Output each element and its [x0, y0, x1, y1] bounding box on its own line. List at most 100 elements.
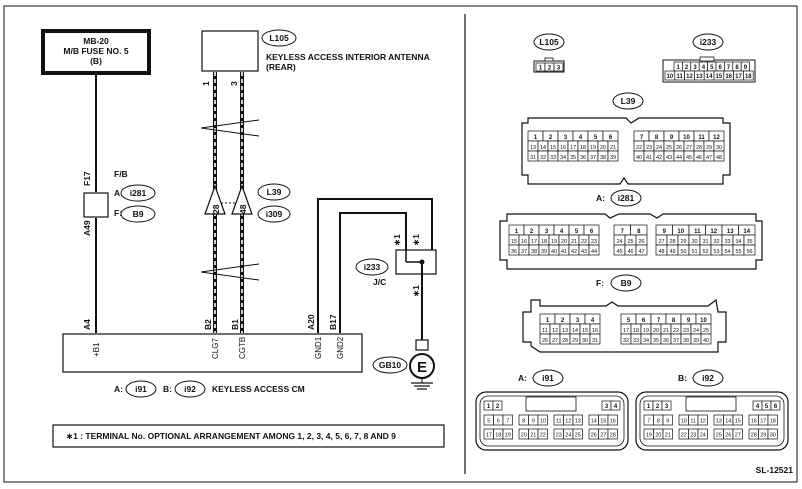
i91-pin-5: 5: [487, 419, 490, 425]
i233-pin-14: 14: [706, 74, 713, 80]
i91-bubble: [532, 369, 564, 387]
i92-pin-18: 18: [770, 419, 776, 425]
b9-pin-28: 28: [562, 338, 568, 344]
l39-pin-7: 7: [640, 135, 644, 141]
l39-pin-16: 16: [560, 145, 566, 151]
i281-pin-55: 55: [735, 249, 741, 255]
i281-pin-11: 11: [694, 229, 701, 235]
i233-bubble: [692, 33, 724, 51]
i281-pin-48: 48: [658, 249, 664, 255]
i91-pin-16: 16: [610, 419, 616, 425]
fb-prefix-f: F:: [114, 208, 122, 218]
i281-pin-54: 54: [724, 249, 730, 255]
i92-pin-5: 5: [765, 404, 769, 410]
antenna: L105 KEYLESS ACCESS INTERIOR ANTENNA (RE…: [201, 29, 430, 86]
i281-pin-6: 6: [590, 229, 594, 235]
l39-pin-12: 12: [713, 135, 720, 141]
antenna-name-line1: KEYLESS ACCESS INTERIOR ANTENNA: [266, 52, 430, 62]
b9-pin-2: 2: [561, 318, 565, 324]
i92-pin-7: 7: [647, 419, 650, 425]
i233-pin-8: 8: [735, 65, 739, 71]
l39-pin-31: 31: [530, 155, 536, 161]
l39-pin-40: 40: [636, 155, 642, 161]
l39-pin-10: 10: [683, 135, 690, 141]
fb-connector-a: i281: [130, 188, 147, 198]
note: ∗1 : TERMINAL No. OPTIONAL ARRANGEMENT A…: [52, 424, 445, 448]
b9-pin-26: 26: [542, 338, 548, 344]
i91-pin-27: 27: [600, 433, 606, 439]
i92-pin-9: 9: [666, 419, 669, 425]
b9-pin-32: 32: [623, 338, 629, 344]
i91-pin-18: 18: [495, 433, 501, 439]
b9-pin-23: 23: [683, 328, 689, 334]
i91-pin-28: 28: [610, 433, 616, 439]
l39-pin-5: 5: [594, 135, 598, 141]
cm-connector-a: i91: [135, 384, 147, 394]
i281-pin-8: 8: [637, 229, 641, 235]
i91-pin-9: 9: [532, 419, 535, 425]
b9-pin-7: 7: [657, 318, 661, 324]
i281-pin-29: 29: [680, 239, 686, 245]
mid-connector-top-bubble: [257, 183, 291, 201]
b9-pin-3: 3: [576, 318, 580, 324]
fb-pin-bottom: A49: [82, 220, 92, 236]
i233-pin-6: 6: [719, 65, 723, 71]
l105-label: L105: [539, 37, 559, 47]
diagram-code: SL-12521: [756, 465, 794, 475]
l39-pin-25: 25: [666, 145, 672, 151]
b9-pin-35: 35: [653, 338, 659, 344]
i91-label: i91: [542, 373, 554, 383]
i233-pin-17: 17: [735, 74, 742, 80]
i91-pin-1: 1: [487, 404, 491, 410]
i92-pin-3: 3: [665, 404, 669, 410]
ground-connector: GB10: [379, 360, 401, 370]
jc-connector-bubble: [355, 258, 389, 276]
b9-pin-17: 17: [623, 328, 629, 334]
i92-pin-25: 25: [716, 433, 722, 439]
b9-pin-24: 24: [693, 328, 699, 334]
i91-pin-21: 21: [530, 433, 536, 439]
i91-pin-24: 24: [565, 433, 571, 439]
b9-pin-1: 1: [546, 318, 550, 324]
cm-prefix-b: B:: [163, 384, 172, 394]
i281-pin-4: 4: [560, 229, 564, 235]
mid-connector-bottom-bubble: [257, 205, 291, 223]
i92-pin-13: 13: [716, 419, 722, 425]
i281-pin-12: 12: [710, 229, 717, 235]
b9-pin-33: 33: [633, 338, 639, 344]
l39-pin-34: 34: [560, 155, 566, 161]
jc-connector: i233: [364, 262, 381, 272]
i91-pin-11: 11: [556, 419, 562, 425]
i92-pin-28: 28: [751, 433, 757, 439]
l39-pin-6: 6: [609, 135, 613, 141]
i281-pin-44: 44: [591, 249, 597, 255]
i92-pin-4: 4: [756, 404, 760, 410]
i281-pin-52: 52: [702, 249, 708, 255]
b9-label: B9: [621, 278, 632, 288]
fuse-box: MB-20 M/B FUSE NO. 5 (B): [41, 29, 151, 75]
i233-pin-15: 15: [716, 74, 723, 80]
mid-connector-bottom: i309: [266, 209, 283, 219]
l39-pin-4: 4: [579, 135, 583, 141]
cm-signal-gnd1: GND1: [314, 336, 323, 359]
mid-pin-left: 28: [211, 204, 221, 214]
i281-pin-53: 53: [713, 249, 719, 255]
i281-pin-28: 28: [669, 239, 675, 245]
i281-pin-41: 41: [561, 249, 567, 255]
keyless-access-cm: +B1 CLG7 CGTB GND1 GND2 A: i91 B: i92 KE…: [62, 333, 363, 398]
b9-pin-14: 14: [572, 328, 578, 334]
cm-signal-cgtb: CGTB: [238, 337, 247, 359]
l39-bubble: [612, 92, 644, 110]
mid-pin-right: 48: [238, 204, 248, 214]
i281-pin-9: 9: [663, 229, 667, 235]
i233-pin-9: 9: [744, 65, 748, 71]
i92-pin-1: 1: [647, 404, 651, 410]
antenna-connector-bubble: [261, 29, 297, 47]
i91-pin-19: 19: [505, 433, 511, 439]
i92-pin-26: 26: [725, 433, 731, 439]
l39-pin-39: 39: [610, 155, 616, 161]
b9-pin-40: 40: [703, 338, 709, 344]
i92-pin-22: 22: [681, 433, 687, 439]
antenna-connector: L105: [269, 33, 289, 43]
b9-pin-15: 15: [582, 328, 588, 334]
